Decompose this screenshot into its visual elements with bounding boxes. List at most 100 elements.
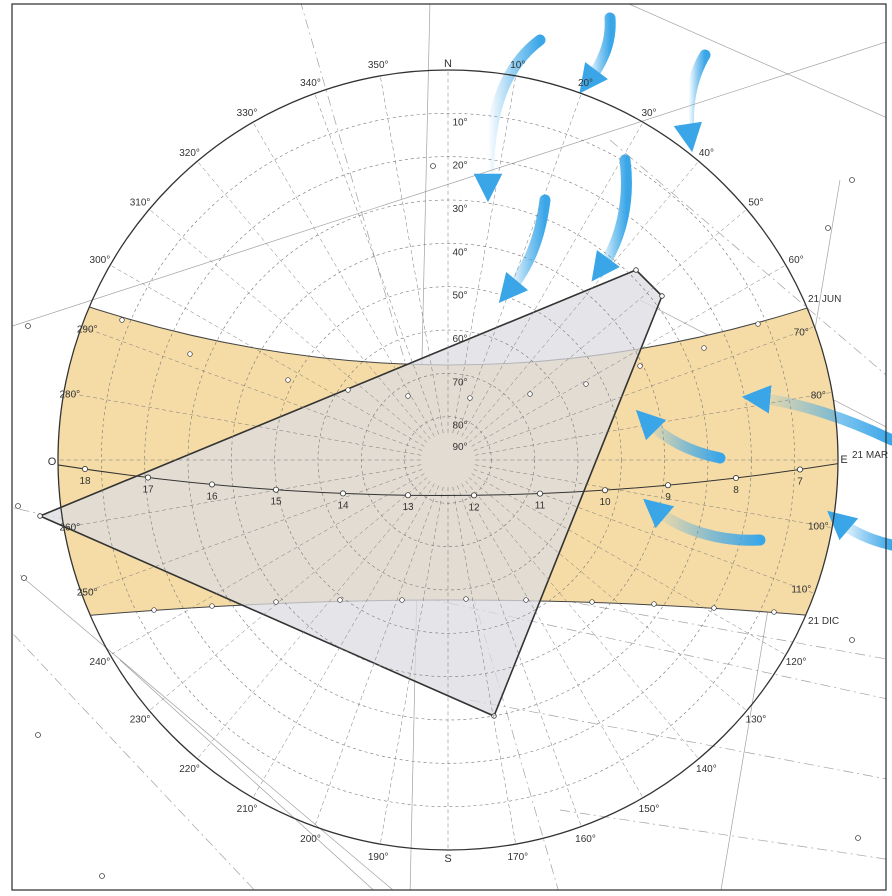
azimuth-label: 70° — [794, 327, 809, 338]
street-line — [559, 809, 886, 860]
azimuth-label: 350° — [368, 60, 389, 71]
azimuth-ray — [474, 464, 833, 528]
azimuth-ray — [473, 469, 815, 594]
azimuth-label: 260° — [59, 523, 80, 534]
hour-label: 8 — [733, 485, 739, 496]
street-node — [25, 323, 31, 329]
altitude-label: 30° — [452, 204, 467, 215]
obstruction-vertex — [633, 267, 639, 273]
wind-arrow-icon — [741, 385, 892, 446]
path-point — [467, 395, 473, 401]
hour-point — [602, 487, 609, 494]
path-point — [345, 387, 351, 393]
azimuth-ray — [314, 93, 439, 435]
hour-label: 7 — [797, 477, 803, 488]
altitude-label: 90° — [452, 442, 467, 453]
azimuth-label: 60° — [789, 255, 804, 266]
azimuth-label: 340° — [300, 78, 321, 89]
altitude-label: 50° — [452, 291, 467, 302]
hour-point — [208, 481, 215, 488]
hour-label: 18 — [79, 476, 91, 487]
azimuth-label: 30° — [641, 108, 656, 119]
azimuth-label: 140° — [696, 764, 717, 775]
altitude-ring — [274, 286, 622, 634]
north-label: N — [444, 58, 452, 70]
street-node — [99, 873, 105, 879]
obstruction-vertex — [37, 513, 43, 519]
azimuth-ray — [380, 486, 444, 845]
west-label: O — [48, 456, 57, 468]
street-node — [35, 732, 41, 738]
wind-arrows — [473, 12, 892, 551]
azimuth-label: 50° — [748, 198, 763, 209]
azimuth-label: 240° — [90, 657, 111, 668]
street-node — [430, 163, 436, 169]
street-line — [12, 507, 886, 700]
sun-paths — [58, 317, 838, 615]
azimuth-ray — [457, 93, 582, 435]
azimuth-label: 10° — [510, 60, 525, 71]
azimuth-ray — [110, 473, 425, 656]
march-label: 21 MAR — [852, 450, 888, 461]
street-node — [849, 637, 855, 643]
hour-label: 17 — [142, 485, 154, 496]
azimuth-ray — [81, 326, 423, 451]
horizon-circle — [57, 69, 839, 851]
altitude-label: 20° — [452, 161, 467, 172]
wind-arrow-icon — [643, 498, 766, 546]
hour-point — [537, 490, 544, 497]
hour-label: 15 — [270, 497, 282, 508]
altitude-label: 10° — [452, 117, 467, 128]
street-line — [609, 139, 886, 376]
december-label: 21 DIC — [808, 616, 839, 627]
hour-label: 14 — [337, 500, 349, 511]
path-point — [583, 381, 589, 387]
azimuth-label: 300° — [90, 255, 111, 266]
azimuth-label: 210° — [237, 804, 258, 815]
wind-arrow-icon — [635, 409, 726, 464]
azimuth-ray — [380, 75, 444, 434]
hour-point — [665, 482, 672, 489]
azimuth-label: 100° — [808, 521, 829, 532]
hour-point — [733, 475, 740, 482]
altitude-label: 60° — [452, 334, 467, 345]
hour-label: 16 — [206, 492, 218, 503]
azimuth-ray — [63, 392, 422, 456]
street-node — [855, 835, 861, 841]
azimuth-label: 290° — [77, 325, 98, 336]
azimuth-label: 220° — [179, 764, 200, 775]
altitude-ring — [101, 113, 795, 807]
path-point — [209, 603, 215, 609]
azimuth-label: 320° — [179, 148, 200, 159]
path-point — [273, 599, 279, 605]
path-point — [399, 597, 405, 603]
altitude-label: 40° — [452, 247, 467, 258]
path-point — [523, 597, 529, 603]
path-point — [701, 345, 707, 351]
hour-point — [797, 466, 804, 473]
azimuth-ray — [468, 209, 747, 443]
altitude-labels: 10°20°30°40°50°60°70°80°90° — [452, 117, 467, 453]
obstruction-vertex — [659, 293, 665, 299]
azimuth-label: 250° — [77, 587, 98, 598]
path-point — [463, 596, 469, 602]
path-point — [771, 609, 777, 615]
azimuth-ray — [252, 483, 435, 798]
azimuth-label: 110° — [791, 585, 811, 596]
azimuth-ray — [461, 122, 644, 437]
azimuth-label: 130° — [746, 714, 767, 725]
azimuth-ray — [197, 480, 431, 759]
azimuth-label: 20° — [578, 78, 593, 89]
hour-point — [272, 486, 279, 493]
azimuth-label: 190° — [368, 852, 389, 863]
azimuth-label: 160° — [575, 834, 596, 845]
azimuth-label: 280° — [59, 389, 80, 400]
azimuth-ray — [452, 486, 516, 845]
azimuth-ray — [149, 209, 428, 443]
south-label: S — [444, 853, 451, 865]
azimuth-label: 230° — [130, 714, 151, 725]
june-label: 21 JUN — [808, 294, 841, 305]
street-line — [19, 574, 394, 890]
path-point — [187, 351, 193, 357]
